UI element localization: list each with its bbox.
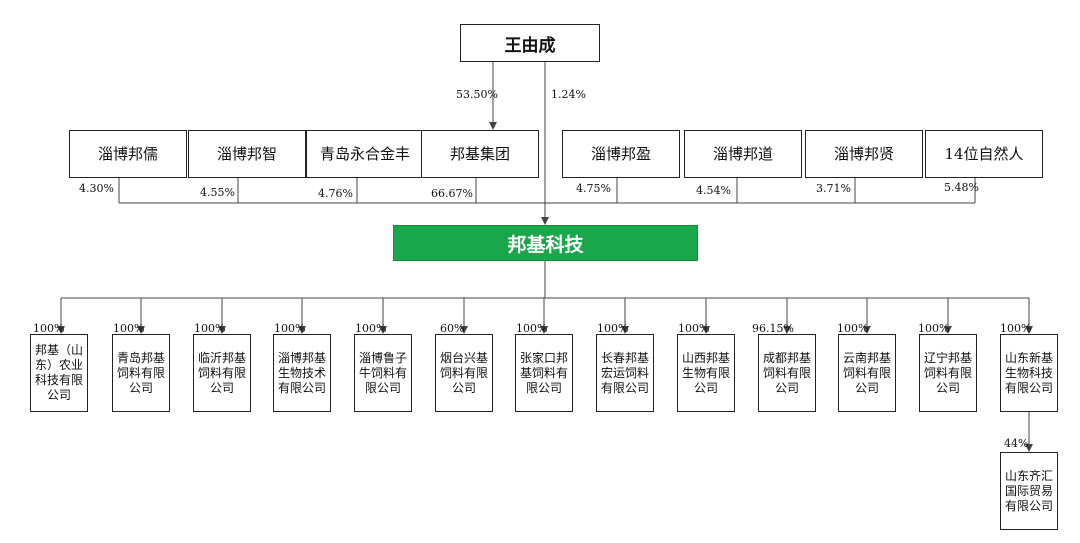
pct-label: 100%: [918, 322, 950, 335]
pct-label: 96.15%: [752, 322, 794, 335]
pct-label: 100%: [274, 322, 306, 335]
shareholder-box: 淄博邦盈: [562, 130, 680, 178]
pct-label: 100%: [597, 322, 629, 335]
subsidiary-box: 淄博邦基生物技术有限公司: [273, 334, 331, 412]
pct-label: 4.55%: [200, 186, 235, 199]
pct-label: 4.54%: [696, 184, 731, 197]
pct-label: 4.30%: [79, 182, 114, 195]
subsidiary-box: 长春邦基宏运饲料有限公司: [596, 334, 654, 412]
subsidiary-box: 山东齐汇国际贸易有限公司: [1000, 452, 1058, 530]
pct-label: 4.75%: [576, 182, 611, 195]
pct-label: 44%: [1004, 437, 1029, 450]
subsidiary-box: 辽宁邦基饲料有限公司: [919, 334, 977, 412]
pct-label: 60%: [440, 322, 465, 335]
pct-label: 100%: [33, 322, 65, 335]
shareholder-box: 青岛永合金丰: [306, 130, 424, 178]
pct-label: 100%: [113, 322, 145, 335]
top-holder-box: 王由成: [460, 24, 600, 62]
shareholder-box: 淄博邦儒: [69, 130, 187, 178]
shareholder-box: 淄博邦智: [188, 130, 306, 178]
shareholder-box: 14位自然人: [925, 130, 1043, 178]
pct-label: 66.67%: [431, 187, 473, 200]
company-box: 邦基科技: [393, 225, 698, 261]
pct-label: 100%: [194, 322, 226, 335]
subsidiary-box: 山东新基生物科技有限公司: [1000, 334, 1058, 412]
pct-label: 53.50%: [456, 88, 498, 101]
pct-label: 5.48%: [944, 181, 979, 194]
pct-label: 1.24%: [551, 88, 586, 101]
subsidiary-box: 云南邦基饲料有限公司: [838, 334, 896, 412]
shareholder-box: 邦基集团: [421, 130, 539, 178]
pct-label: 100%: [678, 322, 710, 335]
pct-label: 100%: [516, 322, 548, 335]
pct-label: 3.71%: [816, 182, 851, 195]
shareholder-box: 淄博邦贤: [805, 130, 923, 178]
pct-label: 100%: [837, 322, 869, 335]
pct-label: 100%: [1000, 322, 1032, 335]
subsidiary-box: 邦基（山东）农业科技有限公司: [30, 334, 88, 412]
shareholder-box: 淄博邦道: [684, 130, 802, 178]
pct-label: 4.76%: [318, 187, 353, 200]
pct-label: 100%: [355, 322, 387, 335]
subsidiary-box: 烟台兴基饲料有限公司: [435, 334, 493, 412]
subsidiary-box: 淄博鲁子牛饲料有限公司: [354, 334, 412, 412]
subsidiary-box: 临沂邦基饲料有限公司: [193, 334, 251, 412]
subsidiary-box: 张家口邦基饲料有限公司: [515, 334, 573, 412]
subsidiary-box: 山西邦基生物有限公司: [677, 334, 735, 412]
subsidiary-box: 成都邦基饲料有限公司: [758, 334, 816, 412]
subsidiary-box: 青岛邦基饲料有限公司: [112, 334, 170, 412]
